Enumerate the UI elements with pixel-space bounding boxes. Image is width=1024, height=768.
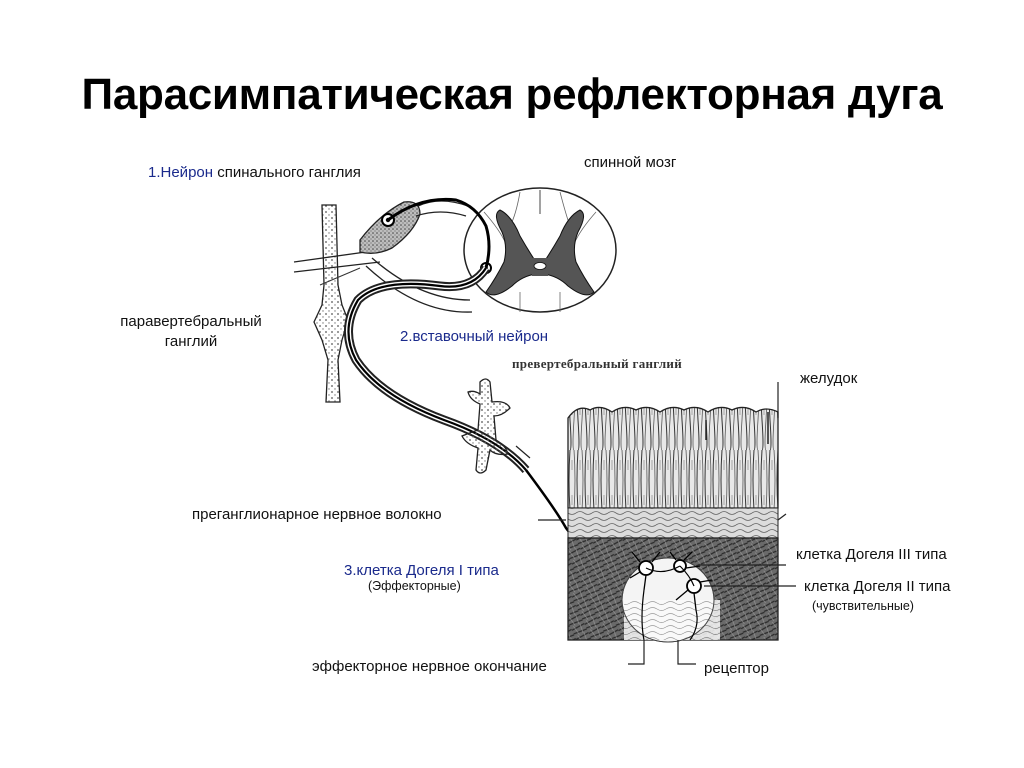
spinal-ganglion-shape — [359, 200, 473, 313]
stomach-wall — [567, 406, 779, 643]
label-receptor: рецептор — [704, 660, 769, 677]
leader-lines — [515, 382, 796, 665]
spinal-cord-shape — [463, 187, 617, 313]
slide-title: Парасимпатическая рефлекторная дуга — [81, 70, 943, 119]
label-prevertebral: превертебральный ганглий — [512, 356, 682, 371]
label-interneuron: 2.вставочный нейрон — [400, 328, 549, 345]
label-dogiel1: 3.клетка Догеля I типа — [344, 562, 499, 579]
label-dogiel2-note: (чувствительные) — [812, 599, 914, 613]
label-paravertebral-line1: паравертебральный — [120, 313, 262, 330]
label-dogiel3: клетка Догеля III типа — [796, 546, 947, 563]
label-preganglionic: преганглионарное нервное волокно — [192, 506, 442, 523]
label-neuron1-rest: спинального ганглия — [213, 164, 361, 181]
label-dogiel1-note: (Эффекторные) — [368, 579, 461, 593]
label-spinal-cord: спинной мозг — [584, 154, 677, 171]
dogiel-cell-type1 — [629, 551, 661, 591]
label-paravertebral-line2: ганглий — [164, 333, 218, 350]
prevertebral-ganglion-shape — [461, 378, 511, 474]
label-dogiel2: клетка Догеля II типа — [804, 578, 951, 595]
label-stomach: желудок — [800, 370, 858, 387]
label-paravertebral: паравертебральный ганглий — [104, 312, 278, 352]
label-neuron1: 1.Нейрон спинального ганглия — [148, 164, 361, 181]
label-neuron1-prefix: 1.Нейрон — [148, 164, 214, 181]
afferent-fiber — [387, 197, 491, 269]
dogiel-cell-type3 — [669, 551, 701, 573]
label-effector-ending: эффекторное нервное окончание — [312, 658, 547, 675]
dogiel-cells — [629, 551, 713, 641]
